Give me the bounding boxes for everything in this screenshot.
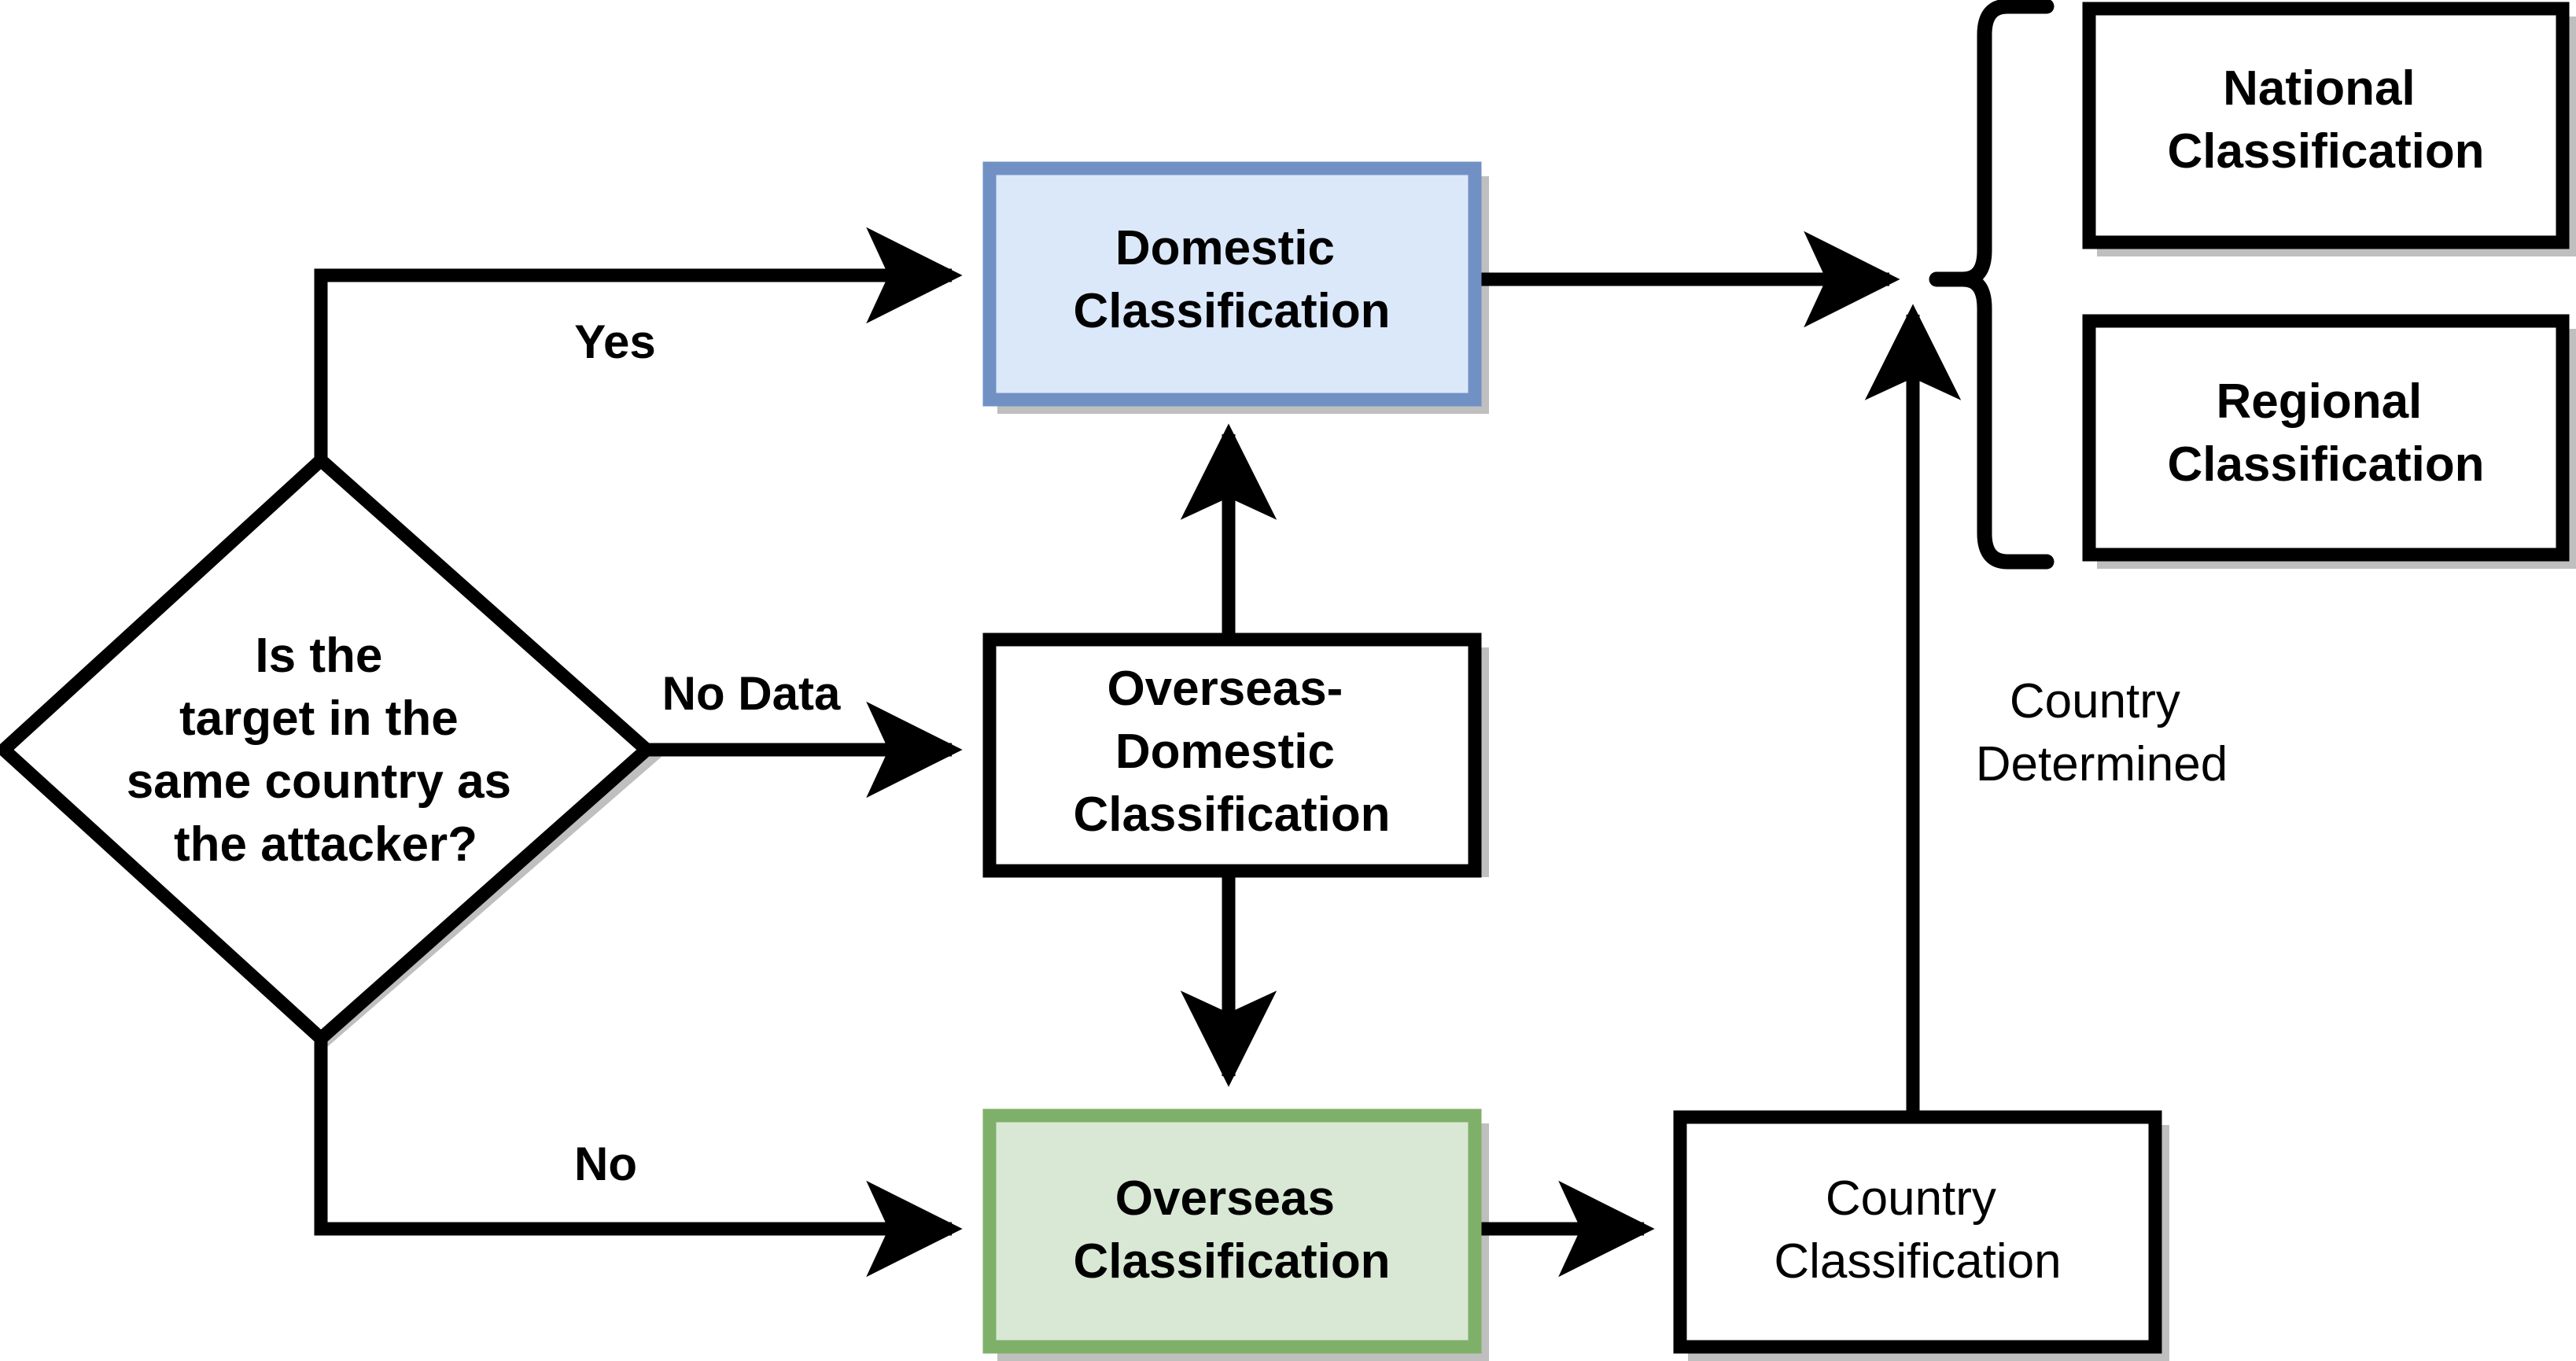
- edge-yes: [314, 227, 963, 460]
- node-country-classification[interactable]: Country Classification: [1673, 1110, 2162, 1354]
- overseas-label: Overseas Classification: [1073, 1171, 1390, 1289]
- national-label: National Classification: [2167, 61, 2484, 179]
- regional-label: Regional Classification: [2167, 374, 2484, 492]
- edge-label-no-data: No Data: [662, 667, 841, 720]
- edge-label-no: No: [574, 1138, 637, 1190]
- brace-icon: [1955, 0, 2055, 570]
- connector-layer: [314, 227, 1962, 1278]
- node-regional-classification[interactable]: Regional Classification: [2082, 314, 2570, 562]
- node-decision[interactable]: Is the target in the same country as the…: [0, 451, 657, 1048]
- regional-box-shape[interactable]: [2082, 314, 2570, 562]
- country-box-shape[interactable]: [1673, 1110, 2162, 1354]
- edge-label-country-determined: Country Determined: [1976, 674, 2228, 791]
- grouping-brace: [1929, 0, 2055, 570]
- domestic-label: Domestic Classification: [1073, 221, 1390, 338]
- country-label: Country Classification: [1774, 1171, 2061, 1289]
- edge-no: [314, 1038, 963, 1278]
- overseas-domestic-box-shape[interactable]: [982, 633, 1482, 878]
- node-overseas-domestic-classification[interactable]: Overseas- Domestic Classification: [982, 633, 1482, 878]
- overseas-domestic-label: Overseas- Domestic Classification: [1073, 662, 1390, 842]
- decision-diamond-shape[interactable]: [0, 451, 657, 1048]
- overseas-box-shape[interactable]: [982, 1108, 1482, 1354]
- domestic-box-shape[interactable]: [982, 161, 1482, 407]
- node-national-classification[interactable]: National Classification: [2082, 2, 2570, 249]
- node-domestic-classification[interactable]: Domestic Classification: [982, 161, 1482, 407]
- national-box-shape[interactable]: [2082, 2, 2570, 249]
- edge-label-yes: Yes: [574, 315, 655, 368]
- decision-label: Is the target in the same country as the…: [127, 629, 525, 872]
- node-overseas-classification[interactable]: Overseas Classification: [982, 1108, 1482, 1354]
